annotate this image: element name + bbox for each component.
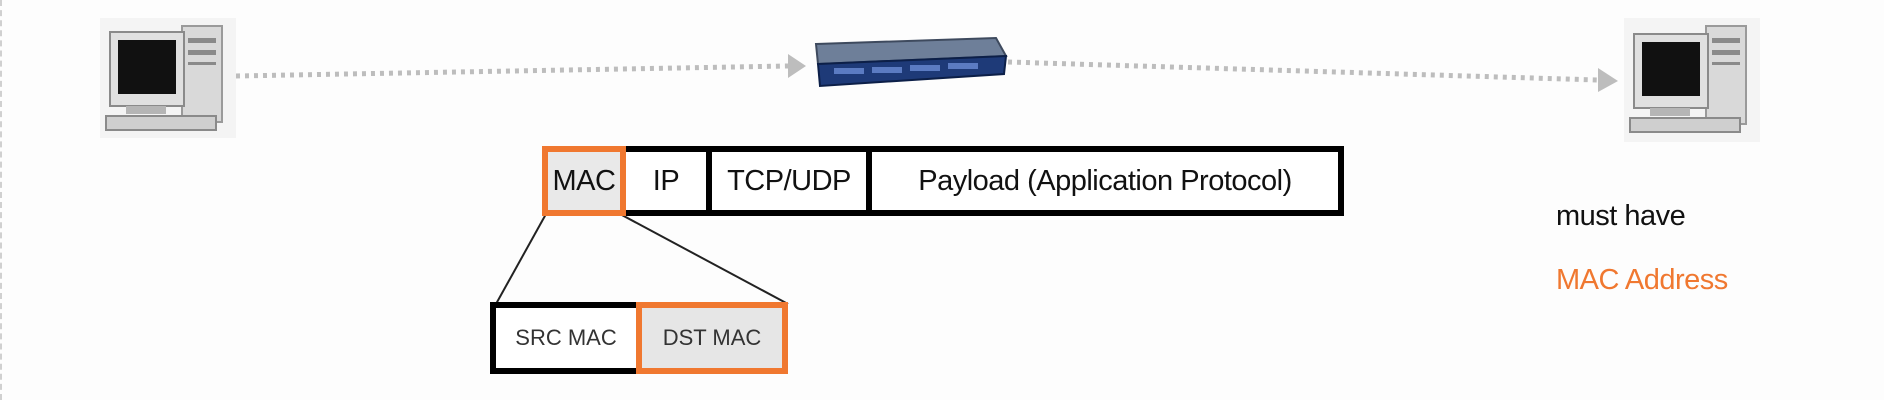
mac-subfields: SRC MAC DST MAC bbox=[490, 302, 788, 374]
packet-field-tcp-udp-label: TCP/UDP bbox=[727, 164, 851, 197]
network-switch-icon bbox=[814, 36, 1008, 88]
packet-field-mac: MAC bbox=[542, 146, 626, 216]
mac-subfield-src: SRC MAC bbox=[490, 302, 642, 374]
packet-field-mac-label: MAC bbox=[552, 164, 616, 197]
packet-structure: MAC IP TCP/UDP Payload (Application Prot… bbox=[542, 146, 1344, 216]
zoom-line-left bbox=[495, 213, 547, 305]
arrowhead-dest bbox=[1598, 68, 1618, 92]
mac-subfield-src-label: SRC MAC bbox=[515, 325, 617, 350]
left-dashed-border bbox=[0, 0, 2, 400]
packet-field-tcp-udp: TCP/UDP bbox=[706, 146, 872, 216]
source-computer-icon bbox=[100, 18, 236, 138]
mac-subfield-dst-label: DST MAC bbox=[662, 325, 762, 350]
arrow-source-to-switch bbox=[235, 63, 789, 79]
destination-computer-icon bbox=[1624, 18, 1760, 142]
zoom-line-right bbox=[619, 213, 789, 305]
packet-field-payload: Payload (Application Protocol) bbox=[866, 146, 1344, 216]
arrowhead-switch bbox=[788, 54, 806, 78]
note-mac-address: MAC Address bbox=[1556, 264, 1728, 296]
mac-subfield-dst: DST MAC bbox=[636, 302, 788, 374]
packet-field-payload-label: Payload (Application Protocol) bbox=[918, 164, 1292, 197]
arrow-switch-to-dest bbox=[1007, 59, 1599, 83]
packet-field-ip: IP bbox=[620, 146, 712, 216]
note-must-have: must have bbox=[1556, 200, 1686, 232]
packet-field-ip-label: IP bbox=[652, 164, 680, 197]
